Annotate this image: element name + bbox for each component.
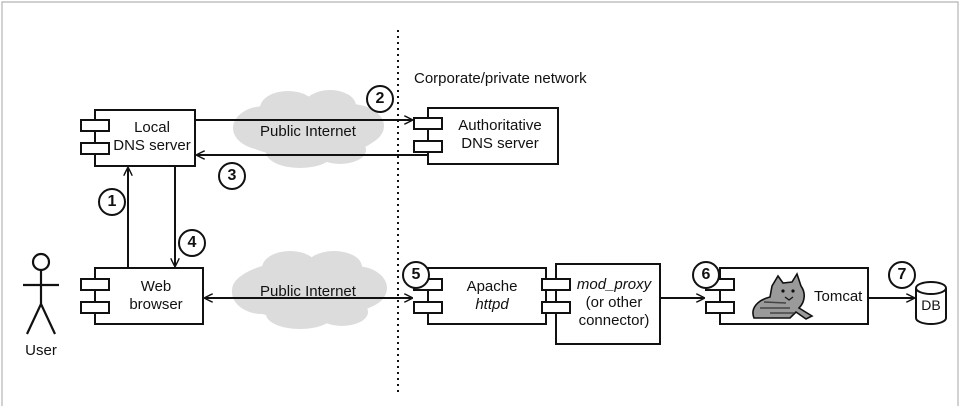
local-dns-label: Local DNS server	[109, 119, 195, 155]
step-4-badge: 4	[178, 229, 206, 257]
database-icon	[915, 281, 947, 325]
apache-line2: httpd	[475, 296, 509, 313]
cloud-bottom-label: Public Internet	[260, 283, 356, 300]
local-dns-line2: DNS server	[113, 137, 191, 154]
cloud-top	[233, 90, 384, 168]
authoritative-dns-label: Authoritative DNS server	[442, 117, 558, 153]
web-browser-line1: Web	[140, 278, 172, 295]
apache-label: Apache httpd	[442, 278, 542, 314]
web-browser-label: Web browser	[109, 278, 203, 314]
connector-line2: (or other	[585, 294, 643, 311]
step-5-badge: 5	[402, 261, 430, 289]
cloud-top-label: Public Internet	[260, 123, 356, 140]
tomcat-cat-icon	[752, 272, 814, 320]
step-6-badge: 6	[692, 261, 720, 289]
step-1-badge: 1	[98, 188, 126, 216]
step-7-badge: 7	[888, 261, 916, 289]
web-browser-box	[80, 267, 204, 325]
apache-box	[413, 267, 547, 325]
authoritative-dns-box	[413, 107, 559, 165]
step-3-badge: 3	[218, 162, 246, 190]
db-label: DB	[921, 297, 941, 313]
apache-line1: Apache	[466, 278, 518, 295]
connector-line1: mod_proxy	[576, 276, 652, 293]
user-icon	[23, 252, 59, 335]
corporate-network-label: Corporate/private network	[414, 70, 587, 87]
step-2-badge: 2	[366, 85, 394, 113]
local-dns-box	[80, 109, 196, 167]
connector-box	[541, 263, 661, 345]
authoritative-dns-line2: DNS server	[461, 135, 539, 152]
local-dns-line1: Local	[134, 119, 170, 136]
tomcat-label: Tomcat	[814, 288, 863, 305]
authoritative-dns-line1: Authoritative	[458, 117, 542, 134]
connector-label: mod_proxy (or other connector)	[568, 276, 660, 330]
web-browser-line2: browser	[129, 296, 183, 313]
connector-line3: connector)	[578, 312, 650, 329]
user-label: User	[25, 342, 57, 359]
